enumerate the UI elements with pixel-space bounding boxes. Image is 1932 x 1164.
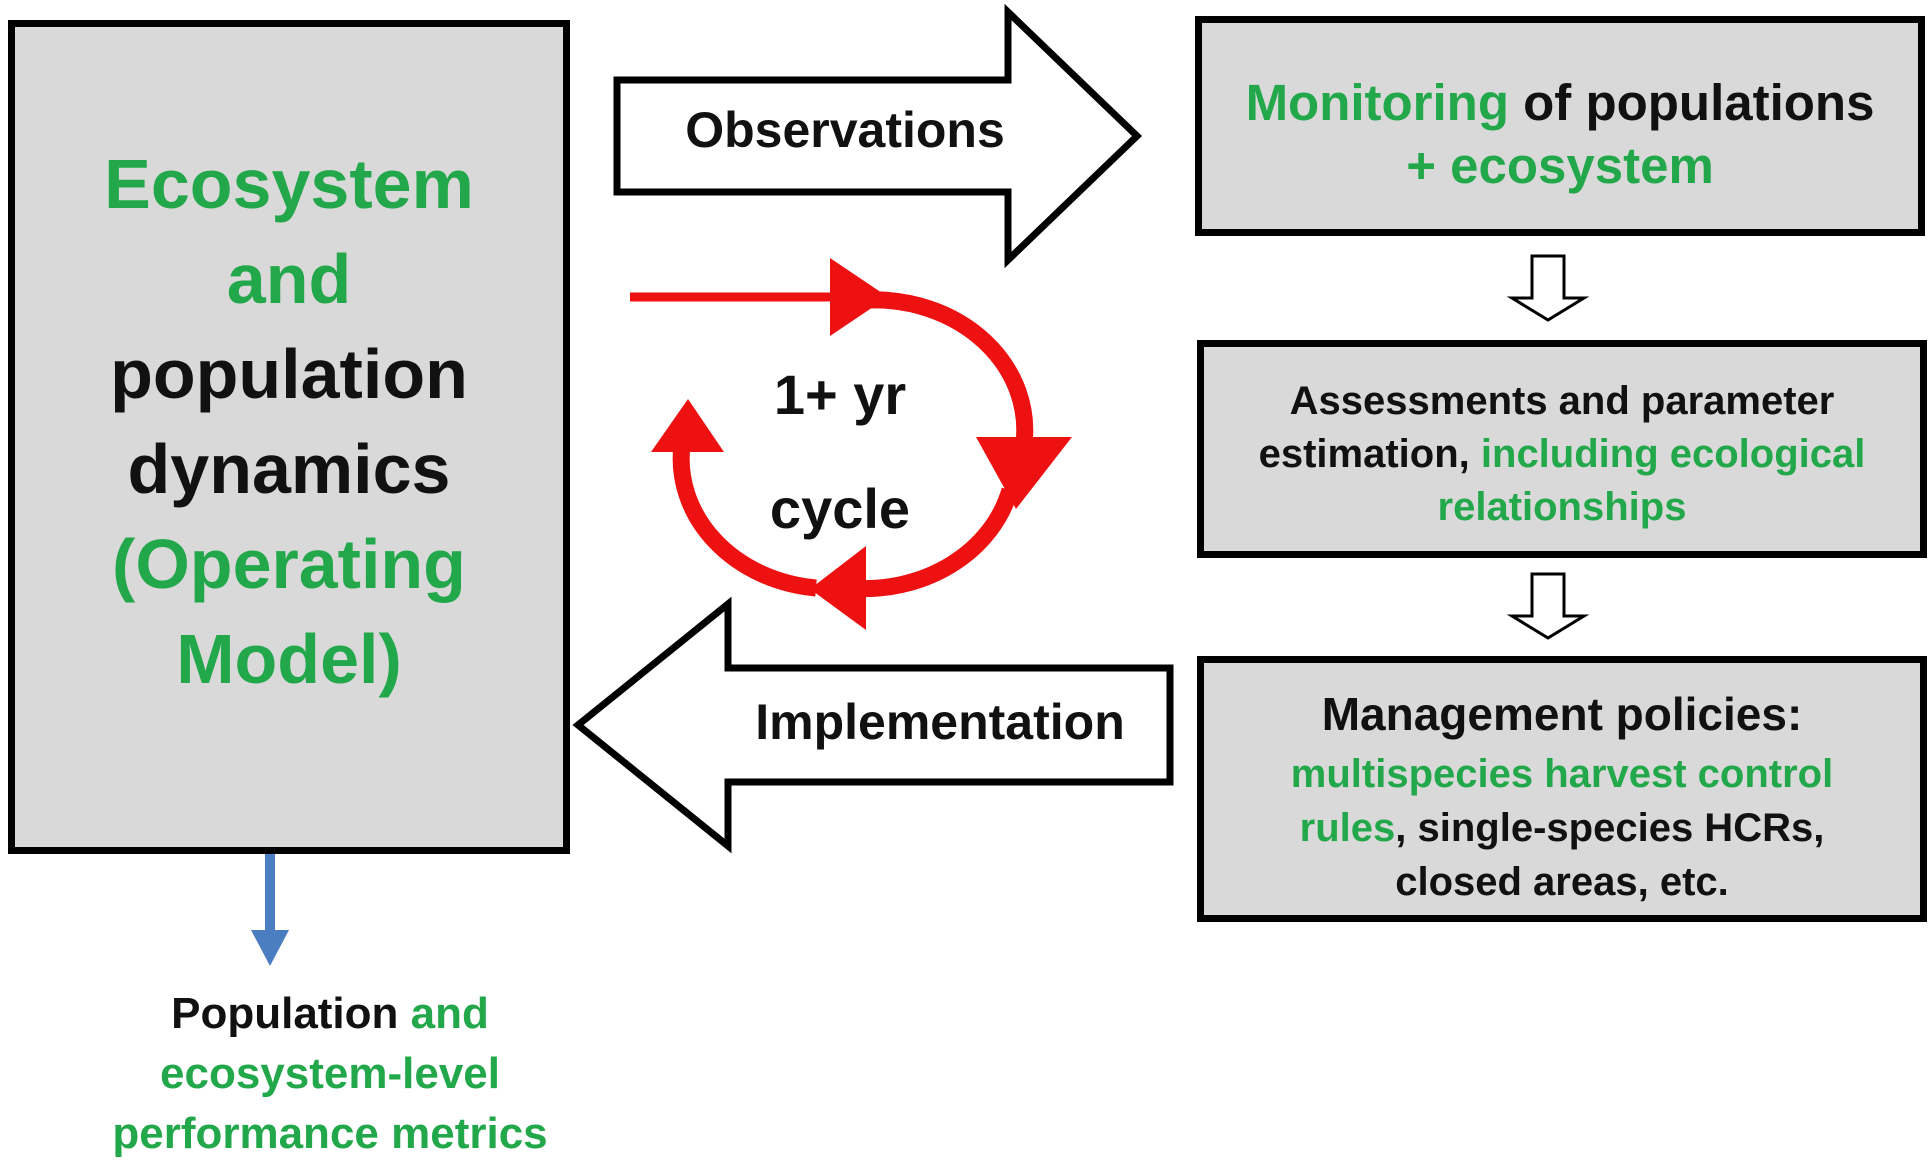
cycle-head-bottom (810, 546, 866, 630)
cycle-head-top (830, 258, 888, 336)
assessments-box: Assessments and parameter estimation, in… (1197, 340, 1927, 558)
om-line-1: Ecosystem (104, 145, 474, 223)
cycle-arrows (630, 258, 1072, 630)
monitoring-line-2: + ecosystem (1406, 137, 1714, 194)
monitoring-box: Monitoring of populations + ecosystem (1195, 16, 1925, 236)
metrics-arrow-head (251, 930, 289, 966)
om-line-4: dynamics (127, 430, 451, 508)
observations-arrow (613, 3, 1143, 269)
monitoring-text: Monitoring of populations + ecosystem (1202, 71, 1918, 197)
metrics-line-2: ecosystem-level (160, 1049, 500, 1098)
management-line-3-black: , single-species HCRs, (1395, 806, 1825, 850)
cycle-line-1: 1+ yr (773, 363, 907, 426)
om-line-5: (Operating (112, 525, 466, 603)
down-arrow-1 (1506, 254, 1590, 322)
management-title: Management policies: (1321, 688, 1803, 740)
operating-model-text: Ecosystem and population dynamics (Opera… (15, 137, 563, 707)
metrics-line-1-green: and (410, 989, 489, 1038)
monitoring-green: Monitoring (1245, 74, 1509, 131)
monitoring-black: of populations (1523, 74, 1875, 131)
om-line-3: population (110, 335, 468, 413)
management-text: Management policies: multispecies harves… (1204, 681, 1920, 909)
management-line-4: closed areas, etc. (1395, 860, 1729, 904)
management-line-3-green: rules (1299, 806, 1396, 850)
observations-label: Observations (685, 102, 1005, 158)
metrics-text: Population and ecosystem-level performan… (80, 984, 580, 1164)
assessments-line-1: Assessments and parameter (1289, 379, 1835, 423)
cycle-head-left (651, 399, 724, 452)
assessments-line-2-black: estimation, (1258, 432, 1470, 476)
metrics-line-3: performance metrics (112, 1109, 548, 1158)
cycle-head-right (976, 437, 1072, 509)
assessments-text: Assessments and parameter estimation, in… (1204, 375, 1920, 534)
assessments-line-3: relationships (1437, 485, 1687, 529)
management-box: Management policies: multispecies harves… (1197, 656, 1927, 922)
operating-model-box: Ecosystem and population dynamics (Opera… (8, 20, 570, 854)
om-line-6: Model) (176, 620, 402, 698)
cycle-label: 1+ yr cycle (720, 338, 960, 566)
down-arrow-2 (1506, 572, 1590, 640)
om-line-2: and (226, 240, 352, 318)
metrics-line-1-black: Population (171, 989, 399, 1038)
implementation-label: Implementation (755, 694, 1125, 750)
cycle-line-2: cycle (769, 477, 911, 540)
implementation-arrow (572, 596, 1174, 854)
management-line-2: multispecies harvest control (1290, 752, 1834, 796)
assessments-line-2-green: including ecological (1480, 432, 1866, 476)
